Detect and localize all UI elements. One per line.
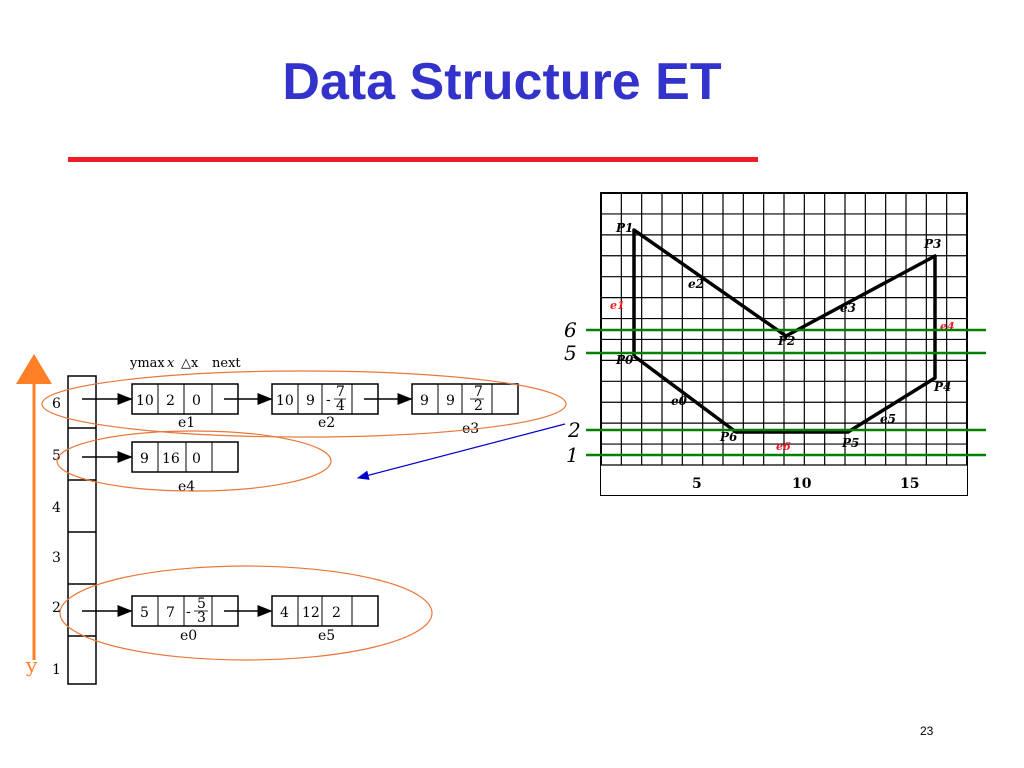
vertex-p4: P4	[933, 380, 951, 394]
e4-x: 16	[162, 451, 180, 467]
e4-ymax: 9	[140, 451, 149, 467]
e1-x: 2	[166, 393, 175, 409]
bucket-label-1: 1	[52, 662, 61, 678]
edge-label-e0: e0	[671, 394, 688, 408]
edge-label-e2: e2	[688, 277, 704, 291]
bucket-label-3: 3	[52, 550, 61, 566]
scanline-label-2: 2	[567, 418, 581, 442]
header-dx: △x	[181, 356, 199, 371]
polygon-grid	[600, 192, 968, 496]
node-field-header: ymax x △x next	[129, 356, 241, 371]
e2-ymax: 10	[276, 393, 294, 409]
bucket-label-6: 6	[52, 396, 61, 412]
header-ymax: ymax	[129, 356, 165, 371]
e2-label: e2	[318, 415, 335, 431]
node-e5: 4 12 2 e5	[271, 595, 379, 644]
node-e0: 5 7 - 5 3 e0	[131, 595, 239, 644]
e2-x: 9	[306, 393, 315, 409]
x-tick-15: 15	[900, 476, 919, 492]
e2-dx-den: 4	[336, 398, 345, 414]
e0-dx-sign: -	[186, 604, 191, 620]
scanline-label-5: 5	[564, 341, 577, 365]
vertex-p5: P5	[841, 436, 859, 450]
e0-dx-num: 5	[197, 596, 206, 612]
e0-label: e0	[180, 628, 197, 644]
page-number: 23	[920, 724, 934, 738]
e1-dx: 0	[192, 393, 201, 409]
e3-dx-num: 7	[474, 384, 483, 400]
bucket-label-2: 2	[52, 600, 61, 616]
bucket-label-4: 4	[52, 500, 61, 516]
e0-x: 7	[166, 605, 175, 621]
node-e4: 9 16 0 e4	[131, 441, 239, 495]
bucket-2-ellipse	[59, 565, 433, 661]
e2-dx-num: 7	[336, 384, 345, 400]
edge-label-e6: e6	[776, 440, 791, 453]
e3-dx-den: 2	[474, 398, 483, 414]
bucket-6-ellipse	[41, 370, 567, 438]
header-next: next	[212, 356, 241, 371]
y-axis-label: y	[25, 653, 38, 677]
bucket-label-5: 5	[52, 448, 61, 464]
e3-x: 9	[446, 393, 455, 409]
vertex-p2: P2	[777, 334, 795, 348]
scanline-label-1: 1	[566, 443, 579, 467]
x-tick-10: 10	[792, 476, 812, 492]
e2-dx-sign: -	[326, 392, 331, 408]
polygon-outline	[632, 228, 937, 434]
header-x: x	[167, 356, 175, 371]
edge-label-e5: e5	[880, 412, 896, 426]
edge-label-e1: e1	[610, 299, 625, 312]
x-tick-5: 5	[692, 476, 702, 492]
e3-ymax: 9	[420, 393, 429, 409]
e0-dx-den: 3	[197, 610, 206, 626]
scanline-label-6: 6	[564, 318, 577, 342]
e0-ymax: 5	[140, 605, 149, 621]
e1-label: e1	[178, 415, 195, 431]
e4-dx: 0	[192, 451, 201, 467]
polygon-to-table-arrow	[356, 423, 566, 480]
bucket-5-ellipse	[56, 430, 332, 492]
e5-dx: 2	[332, 605, 341, 621]
node-e3: 9 9 7 2 e3	[411, 383, 519, 437]
scanlines	[586, 328, 986, 457]
e4-label: e4	[178, 479, 195, 495]
e5-label: e5	[318, 628, 335, 644]
vertex-p0: P0	[615, 353, 634, 367]
node-e2: 10 9 - 7 4 e2	[271, 383, 379, 431]
e5-x: 12	[302, 605, 320, 621]
e5-ymax: 4	[280, 605, 289, 621]
vertex-p1: P1	[615, 221, 633, 235]
slide-title: Data Structure ET	[282, 53, 722, 111]
node-e1: 10 2 0 e1	[131, 383, 239, 431]
vertex-p6: P6	[719, 430, 738, 444]
edge-label-e3: e3	[840, 301, 856, 315]
e1-ymax: 10	[136, 393, 154, 409]
vertex-p3: P3	[923, 237, 941, 251]
bucket-column	[67, 375, 97, 685]
title-rule	[68, 157, 758, 162]
